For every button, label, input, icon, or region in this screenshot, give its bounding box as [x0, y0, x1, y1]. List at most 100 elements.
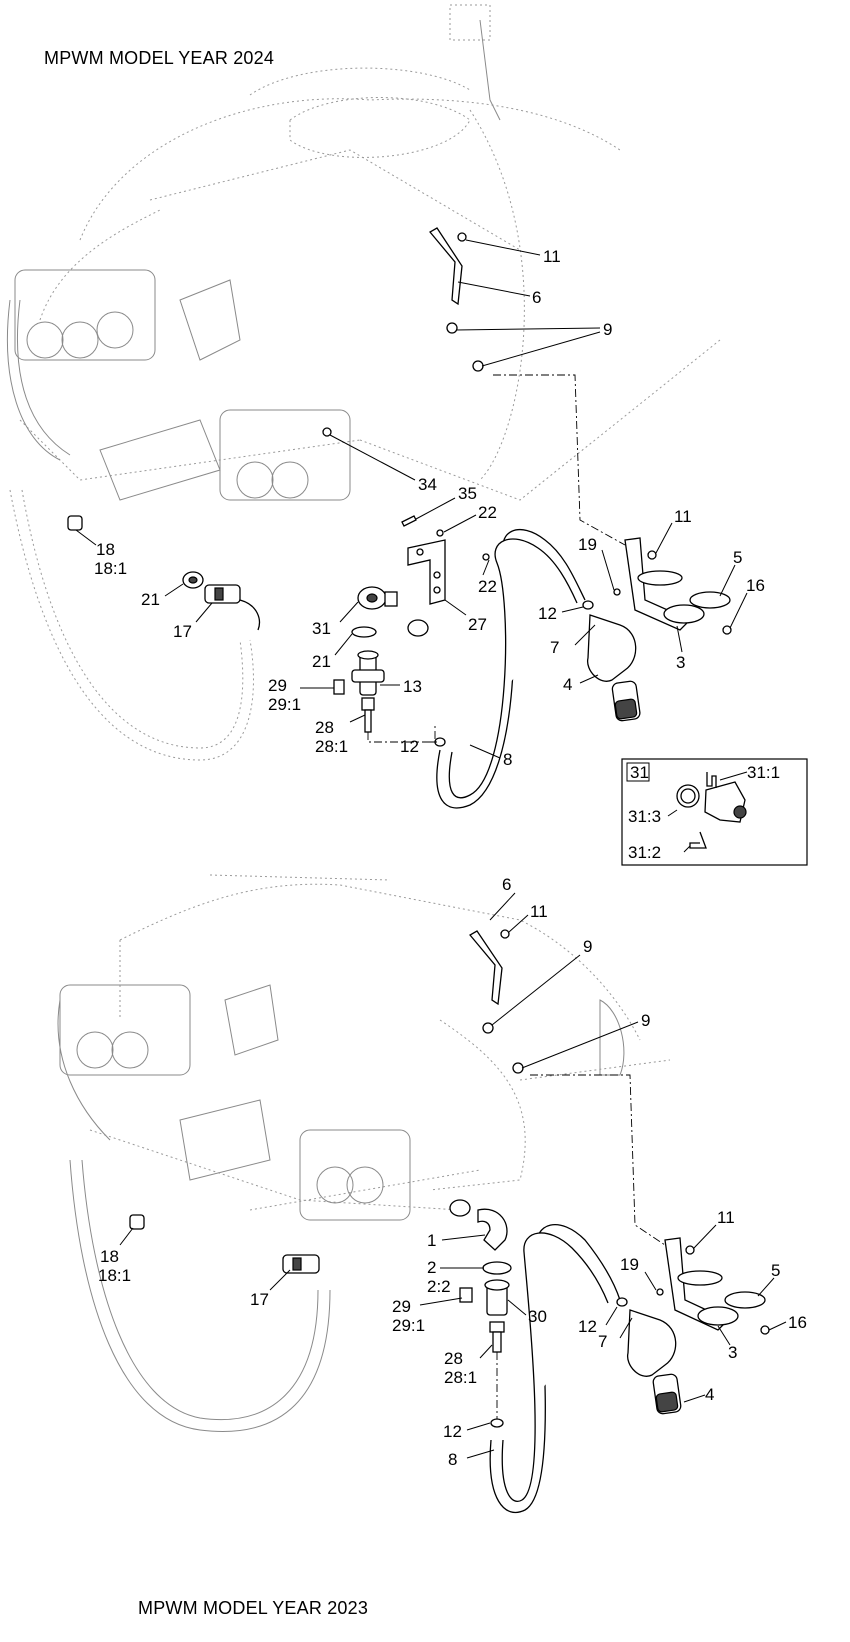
valve-manifold-ghost-2023 — [57, 984, 411, 1432]
callout-16: 16 — [746, 576, 765, 595]
callout-9b-2023: 9 — [641, 1011, 650, 1030]
inset-callout-31-1: 31:1 — [747, 763, 780, 782]
callout-28-2023: 28 — [444, 1349, 463, 1368]
part-nut-11 — [457, 232, 467, 242]
callout-30: 30 — [528, 1307, 547, 1326]
callout-21a: 21 — [141, 590, 160, 609]
callout-3-2023: 3 — [728, 1343, 737, 1362]
callout-6-2023: 6 — [502, 875, 511, 894]
part-fitting-31 — [357, 586, 398, 610]
part-clamp-18 — [67, 515, 83, 531]
part-nut-11-2023 — [500, 929, 510, 939]
part-screw-19-2023 — [656, 1288, 664, 1296]
callout-7: 7 — [550, 638, 559, 657]
callout-29-1: 29:1 — [268, 695, 301, 714]
callout-22a: 22 — [478, 503, 497, 522]
inset-detail-31: 31 31:1 31:3 31:2 — [621, 758, 808, 866]
part-screw-19 — [613, 588, 621, 596]
callout-11-2023: 11 — [530, 902, 548, 921]
callout-21b: 21 — [312, 652, 331, 671]
part-nozzle-28 — [361, 697, 375, 733]
callout-11: 11 — [543, 247, 561, 266]
callout-12b-2023: 12 — [578, 1317, 597, 1336]
part-gasket-21 — [351, 626, 377, 638]
part-fastener-9b — [472, 360, 484, 372]
part-spray-gun-4-2023 — [627, 1309, 682, 1415]
part-valve-17-2023 — [282, 1254, 320, 1274]
leader-lines-2023 — [119, 892, 787, 1459]
part-hose-8-2023 — [489, 1224, 621, 1514]
part-bracket-27 — [407, 539, 446, 605]
callout-9a-2023: 9 — [583, 937, 592, 956]
part-hose-clamp-12b-2023 — [616, 1297, 628, 1307]
part-nut-11-holder-2023 — [685, 1245, 695, 1255]
callout-11-holder: 11 — [674, 507, 692, 526]
part-fitting-right-small — [407, 619, 429, 637]
part-hose-8 — [436, 529, 586, 809]
callout-3: 3 — [676, 653, 685, 672]
part-bracket-rod-6-2023 — [469, 930, 503, 1006]
inset-callout-31-3: 31:3 — [628, 807, 661, 826]
callout-31: 31 — [312, 619, 331, 638]
callout-2-2: 2:2 — [427, 1277, 451, 1296]
part-screw-22b — [482, 553, 490, 561]
part-nut-16 — [722, 625, 732, 635]
part-spray-gun-4 — [587, 614, 641, 722]
callout-18-2023: 18 — [100, 1247, 119, 1266]
part-clip-29 — [333, 679, 345, 695]
callout-17: 17 — [173, 622, 192, 641]
tank-ghost-outline-2023 — [89, 874, 671, 1211]
callout-8-2023: 8 — [448, 1450, 457, 1469]
tank-ghost-outline-2024 — [19, 4, 721, 501]
part-screw-22a — [436, 529, 444, 537]
title-model-year-2023: MPWM MODEL YEAR 2023 — [138, 1598, 369, 1618]
callouts-2024: 11 6 9 34 35 22 22 27 18 18:1 21 17 31 2… — [94, 247, 765, 769]
callout-1: 1 — [427, 1231, 436, 1250]
callout-12a-2023: 12 — [443, 1422, 462, 1441]
callout-28-1-2023: 28:1 — [444, 1368, 477, 1387]
callout-13: 13 — [403, 677, 422, 696]
part-valve-17 — [204, 584, 261, 631]
callout-29: 29 — [268, 676, 287, 695]
inset-header-31: 31 — [630, 763, 649, 782]
part-holder-bracket-3-2023 — [664, 1237, 766, 1331]
callout-18: 18 — [96, 540, 115, 559]
callout-6: 6 — [532, 288, 541, 307]
part-fastener-9a — [446, 322, 458, 334]
callout-12a: 12 — [400, 737, 419, 756]
callout-5-2023: 5 — [771, 1261, 780, 1280]
callout-7-2023: 7 — [598, 1332, 607, 1351]
part-tee-30 — [484, 1279, 510, 1316]
inset-callout-31-2: 31:2 — [628, 843, 661, 862]
part-screw-35 — [401, 515, 417, 527]
part-fastener-9b-2023 — [512, 1062, 524, 1074]
part-fastener-9a-2023 — [482, 1022, 494, 1034]
callout-17-2023: 17 — [250, 1290, 269, 1309]
callout-34: 34 — [418, 475, 437, 494]
part-bracket-rod-6 — [429, 227, 463, 306]
callout-35: 35 — [458, 484, 477, 503]
part-tee-13 — [351, 650, 385, 696]
callout-28: 28 — [315, 718, 334, 737]
callout-29-1-2023: 29:1 — [392, 1316, 425, 1335]
callout-29-2023: 29 — [392, 1297, 411, 1316]
part-nut-16-2023 — [760, 1325, 770, 1335]
callout-22b: 22 — [478, 577, 497, 596]
callout-12b: 12 — [538, 604, 557, 623]
callout-19: 19 — [578, 535, 597, 554]
callout-28-1: 28:1 — [315, 737, 348, 756]
part-elbow-1 — [449, 1199, 508, 1251]
valve-manifold-ghost-2024 — [7, 269, 351, 761]
callout-4: 4 — [563, 675, 572, 694]
leader-lines-2024 — [75, 239, 748, 759]
callout-16-2023: 16 — [788, 1313, 807, 1332]
centerline-28-12 — [367, 725, 436, 743]
callout-18-1: 18:1 — [94, 559, 127, 578]
callout-11-holder-2023: 11 — [717, 1208, 735, 1227]
part-bolt-34 — [322, 427, 332, 437]
callouts-2023: 6 11 9 9 18 18:1 17 1 2 2:2 29 29:1 30 2… — [98, 875, 807, 1469]
centerline-holder-2023 — [530, 1074, 666, 1246]
part-clamp-18-2023 — [129, 1214, 145, 1230]
callout-8: 8 — [503, 750, 512, 769]
